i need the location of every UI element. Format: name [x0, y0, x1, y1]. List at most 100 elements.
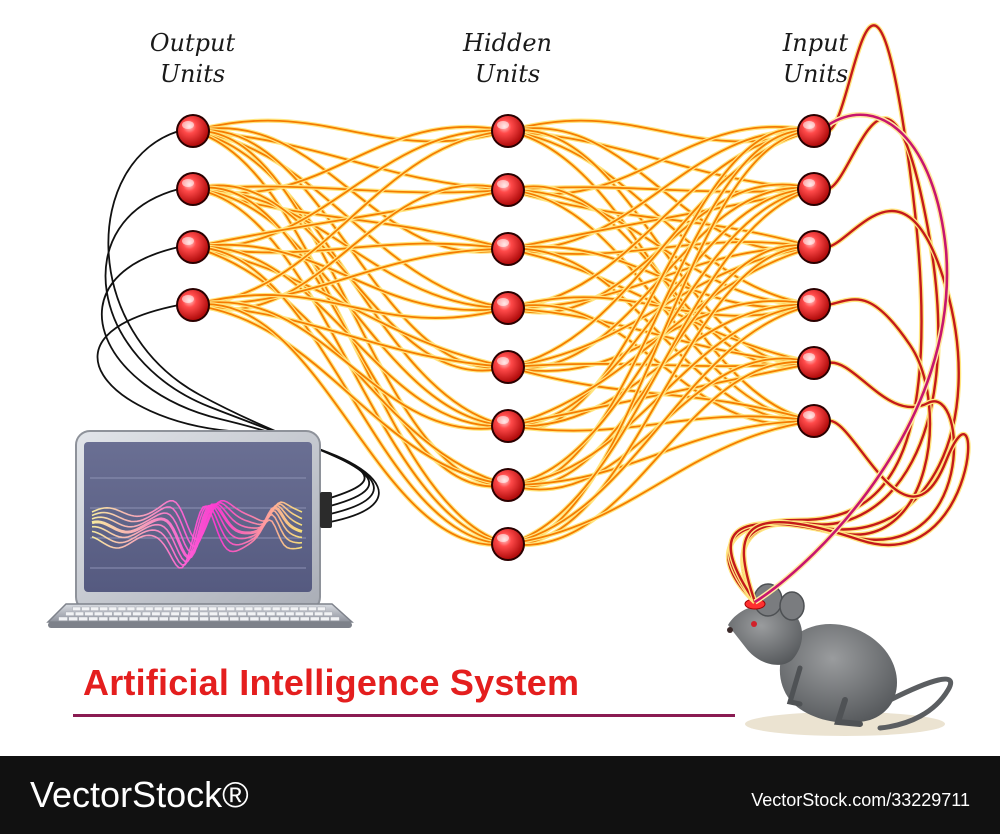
laptop-key-0-13 [190, 606, 199, 611]
laptop-key-1-1 [74, 611, 84, 616]
hidden-unit-1-highlight [497, 180, 509, 188]
laptop-key-2-27 [330, 616, 340, 621]
laptop-key-2-18 [239, 616, 249, 621]
laptop-key-0-6 [126, 606, 136, 611]
output-unit-1 [178, 174, 208, 204]
laptop-key-0-25 [299, 606, 308, 611]
laptop-key-0-17 [226, 606, 235, 611]
laptop-key-2-1 [68, 616, 78, 621]
laptop-key-1-2 [84, 611, 94, 616]
output-unit-3-highlight [182, 295, 194, 303]
laptop-key-1-8 [141, 611, 151, 616]
output-units-label-line1: Output [149, 29, 236, 57]
laptop-key-0-22 [272, 606, 281, 611]
laptop-key-0-26 [308, 606, 317, 611]
connection-oh-3-5 [192, 301, 509, 430]
output-units-label-line2: Units [159, 60, 226, 88]
rat-tail [877, 676, 953, 731]
laptop-key-1-6 [122, 611, 132, 616]
laptop-key-0-3 [99, 606, 108, 611]
sensor-wire-5 [742, 419, 970, 603]
input-unit-1-highlight [803, 179, 815, 187]
laptop-key-1-15 [208, 611, 218, 616]
laptop-key-2-20 [259, 616, 270, 621]
output-unit-2-highlight [182, 237, 194, 245]
laptop-cable-2 [100, 246, 375, 515]
laptop-key-1-17 [228, 611, 237, 616]
laptop-key-2-6 [118, 616, 129, 621]
laptop-key-1-16 [218, 611, 228, 616]
laptop-key-0-2 [90, 606, 99, 611]
input-unit-2 [799, 232, 829, 262]
output-unit-3 [178, 290, 208, 320]
laptop-key-0-21 [262, 606, 272, 611]
rat-front-leg [786, 665, 803, 707]
output-units-label: Output Units [125, 28, 260, 90]
laptop-key-2-11 [169, 616, 179, 621]
rat-eye [751, 621, 757, 627]
laptop-key-2-5 [108, 616, 119, 621]
rat-illustration [727, 583, 953, 736]
laptop-cable-1 [104, 188, 370, 507]
laptop-key-2-13 [189, 616, 199, 621]
input-unit-0-highlight [803, 121, 815, 129]
connection-hi-7-1 [507, 188, 815, 545]
connection-oh-3-4 [192, 304, 509, 368]
laptop-key-2-14 [199, 616, 209, 621]
laptop-key-1-26 [314, 611, 324, 616]
network-connections [190, 118, 817, 548]
laptop-key-0-19 [244, 606, 254, 611]
laptop-key-1-5 [113, 611, 123, 616]
rat-sensor-wires [726, 22, 971, 605]
connection-oh-3-3 [192, 294, 509, 319]
laptop-key-1-0 [65, 611, 75, 616]
sensor-wire-2 [728, 209, 960, 603]
waveform-5 [91, 504, 303, 566]
input-unit-4 [799, 348, 829, 378]
laptop [46, 430, 354, 628]
laptop-key-2-16 [219, 616, 229, 621]
hidden-unit-3-highlight [497, 298, 509, 306]
laptop-key-0-12 [181, 606, 190, 611]
connection-hi-5-0 [507, 127, 815, 430]
laptop-key-1-21 [266, 611, 276, 616]
hidden-unit-2-highlight [497, 239, 509, 247]
hidden-units-label-line1: Hidden [463, 29, 552, 57]
laptop-key-0-20 [253, 606, 263, 611]
hidden-unit-4 [493, 352, 523, 382]
laptop-key-0-5 [117, 606, 127, 611]
laptop-key-1-14 [199, 611, 209, 616]
hidden-unit-5 [493, 411, 523, 441]
laptop-key-1-19 [247, 611, 257, 616]
rat-ear-right [779, 591, 805, 621]
laptop-key-0-18 [235, 606, 244, 611]
laptop-key-1-18 [237, 611, 247, 616]
laptop-key-2-9 [148, 616, 159, 621]
sensor-wire-4 [729, 361, 956, 603]
input-unit-1 [799, 174, 829, 204]
laptop-key-2-21 [269, 616, 280, 621]
laptop-key-1-7 [132, 611, 142, 616]
laptop-key-2-24 [300, 616, 310, 621]
laptop-key-2-23 [290, 616, 300, 621]
hidden-unit-6-highlight [497, 475, 509, 483]
laptop-key-1-9 [151, 611, 161, 616]
input-unit-5 [799, 406, 829, 436]
sensor-wire-top [754, 113, 949, 604]
laptop-key-0-10 [163, 606, 172, 611]
hidden-unit-2 [493, 234, 523, 264]
hidden-unit-7-highlight [497, 534, 509, 542]
laptop-key-1-22 [276, 611, 285, 616]
waveform-6 [91, 505, 303, 569]
connection-oh-3-6 [192, 304, 509, 486]
laptop-key-1-27 [323, 611, 333, 616]
oscilloscope-waveforms [90, 477, 306, 569]
hidden-unit-6 [493, 470, 523, 500]
laptop-key-0-0 [72, 606, 81, 611]
laptop-key-1-25 [304, 611, 314, 616]
laptop-key-0-9 [153, 606, 163, 611]
laptop-key-1-24 [295, 611, 304, 616]
laptop-keys [58, 606, 340, 621]
